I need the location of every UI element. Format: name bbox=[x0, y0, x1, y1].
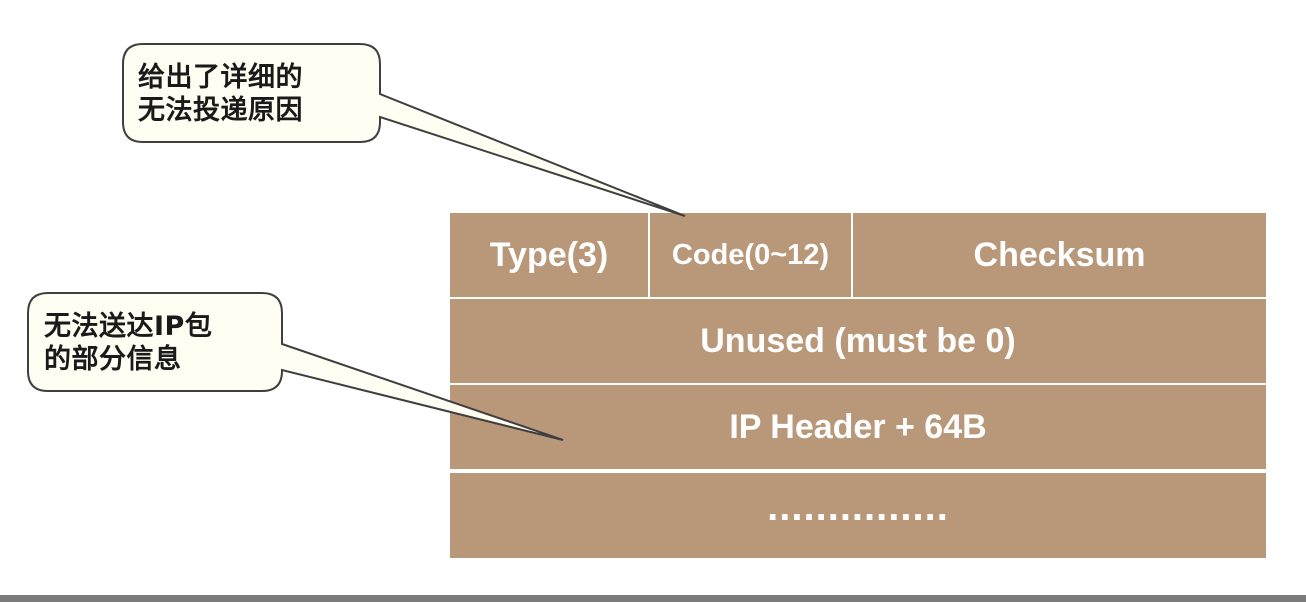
type-field: Type(3) bbox=[450, 213, 650, 297]
checksum-field: Checksum bbox=[973, 235, 1146, 274]
callout-left-line1: 无法送达IP包 bbox=[44, 311, 213, 342]
bottom-divider bbox=[0, 595, 1306, 602]
ip-header-field: IP Header + 64B bbox=[729, 407, 987, 446]
callout-top-line1: 给出了详细的 bbox=[138, 62, 303, 93]
packet-row-unused: Unused (must be 0) bbox=[450, 299, 1266, 383]
unused-field: Unused (must be 0) bbox=[700, 321, 1016, 360]
icmp-packet-format: Type(3) Code(0~12) Checksum Unused (must… bbox=[450, 213, 1266, 558]
code-field: Code(0~12) bbox=[650, 213, 853, 297]
ellipsis-field: ............... bbox=[767, 485, 949, 529]
callout-left-text: 无法送达IP包 的部分信息 bbox=[44, 310, 212, 376]
packet-row-ip-header: IP Header + 64B bbox=[450, 385, 1266, 469]
callout-top-line2: 无法投递原因 bbox=[138, 95, 303, 126]
packet-row-ellipsis: ............... bbox=[450, 473, 1266, 558]
callout-top-text: 给出了详细的 无法投递原因 bbox=[138, 61, 303, 127]
callout-left-line2: 的部分信息 bbox=[44, 344, 182, 375]
packet-row-header: Type(3) Code(0~12) Checksum bbox=[450, 213, 1266, 297]
